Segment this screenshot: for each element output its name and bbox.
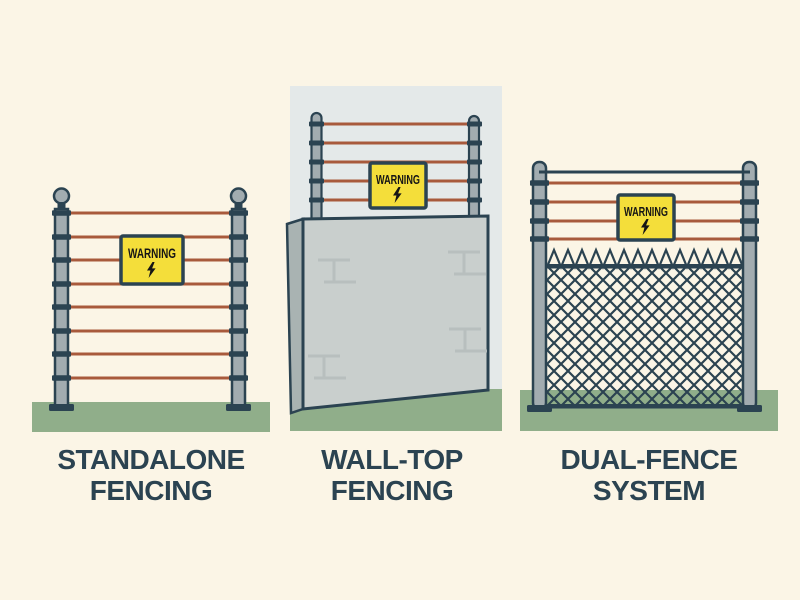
lightning-bolt-icon	[641, 219, 650, 235]
warning-sign-label: WARNING	[376, 173, 420, 187]
wall-side-face	[285, 217, 305, 415]
lightning-bolt-icon	[147, 262, 156, 278]
post-base-left	[49, 404, 74, 411]
dual-fence-system-illustration: WARNING	[520, 160, 778, 431]
warning-sign: WARNING	[368, 161, 428, 210]
mesh-top-rail	[545, 264, 744, 269]
mesh-bottom-rail	[545, 404, 744, 409]
wire-insulator-bands	[530, 180, 759, 242]
warning-sign-label: WARNING	[128, 246, 176, 261]
brick-joint-marks	[308, 250, 487, 380]
lightning-bolt-icon	[393, 187, 402, 203]
post-base-right	[226, 404, 251, 411]
warning-sign: WARNING	[119, 234, 185, 286]
post-base-right	[737, 405, 762, 412]
standalone-fencing-illustration: WARNING	[32, 187, 270, 432]
wire-insulator-bands	[309, 121, 482, 203]
post-ball-finial	[229, 187, 248, 205]
warning-sign: WARNING	[616, 193, 676, 242]
post-ball-finial	[52, 187, 71, 205]
post-neck	[234, 202, 243, 211]
fence-post-right	[741, 160, 758, 411]
mesh-body	[547, 266, 742, 408]
caption-dual-fence-system: DUAL-FENCE SYSTEM	[560, 444, 739, 507]
chain-link-mesh	[545, 247, 745, 409]
wall-front-face	[301, 214, 490, 411]
warning-sign-label: WARNING	[624, 205, 668, 219]
fence-post-left	[310, 111, 323, 232]
fence-post-left	[531, 160, 548, 411]
post-neck	[57, 202, 66, 211]
post-base-left	[527, 405, 552, 412]
caption-standalone-fencing: STANDALONE FENCING	[57, 444, 245, 507]
concrete-wall	[285, 214, 490, 415]
wall-top-fencing-illustration: WARNING	[285, 86, 502, 431]
wire-insulator-bands	[52, 210, 248, 381]
fence-post-right	[467, 114, 481, 232]
caption-wall-top-fencing: WALL-TOP FENCING	[321, 444, 463, 507]
